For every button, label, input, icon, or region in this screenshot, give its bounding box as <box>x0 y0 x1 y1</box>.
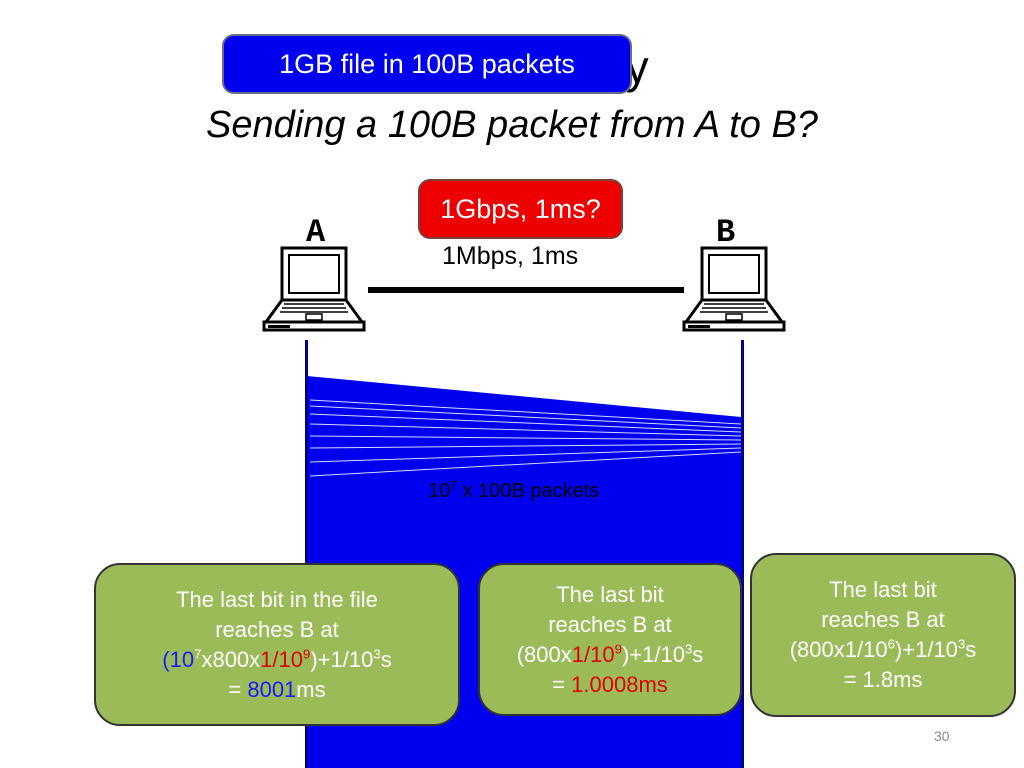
formula-part: 10 <box>169 646 195 672</box>
node-b-label: B <box>716 214 736 251</box>
formula-part: 1/10 <box>571 641 615 667</box>
callout-formula: (800x1/109)+1/103s <box>480 640 740 670</box>
callout-line: reaches B at <box>215 616 339 642</box>
packets-label: 107 x 100B packets <box>428 478 600 503</box>
node-a-label: A <box>306 214 326 251</box>
formula-part: s <box>965 637 977 662</box>
formula-exp: 9 <box>303 646 311 662</box>
formula-part: s <box>380 646 392 672</box>
packets-label-rest: x 100B packets <box>456 480 600 502</box>
callout-line: reaches B at <box>548 611 672 637</box>
callout-line: The last bit <box>556 581 664 607</box>
link-label: 1Mbps, 1ms <box>442 242 579 270</box>
callout-result: = 1.0008ms <box>480 670 740 700</box>
timeline-b <box>741 340 744 768</box>
result-eq: = <box>552 671 572 697</box>
callout-result: = 1.8ms <box>843 667 923 692</box>
laptop-icon <box>682 246 786 332</box>
formula-exp: 9 <box>614 641 622 657</box>
callout-line: The last bit in the file <box>176 586 378 612</box>
formula-exp: 3 <box>957 636 966 652</box>
formula-part: )+1/10 <box>621 641 685 667</box>
packets-count-base: 10 <box>428 480 451 502</box>
formula-part: (800x1/10 <box>789 637 888 662</box>
result-value: 8001 <box>247 676 297 702</box>
callout-formula: (107x800x1/109)+1/103s <box>96 645 458 675</box>
link-overlay-box: 1Gbps, 1ms? <box>418 179 623 239</box>
callout-100b-1gbps: The last bit reaches B at (800x1/109)+1/… <box>478 563 742 716</box>
formula-part: x800x <box>201 646 261 672</box>
formula-part: (800x <box>516 641 572 667</box>
page-number: 30 <box>934 728 950 744</box>
file-overlay-box: 1GB file in 100B packets <box>222 34 632 94</box>
formula-exp: 3 <box>373 646 381 662</box>
formula-exp: 7 <box>194 646 202 662</box>
packet-lines <box>309 399 742 477</box>
formula-exp: 3 <box>684 641 693 657</box>
callout-line: reaches B at <box>821 607 945 632</box>
callout-1gb-1mbps: The last bit in the file reaches B at (1… <box>94 563 460 726</box>
packets-count-exp: 7 <box>450 478 457 493</box>
slide-subtitle: Sending a 100B packet from A to B? <box>206 104 818 146</box>
formula-exp: 6 <box>887 636 895 652</box>
result-unit: ms <box>296 676 326 702</box>
formula-part: 1/10 <box>260 646 303 672</box>
laptop-icon <box>262 246 366 332</box>
result-value: 1.0008ms <box>571 671 668 697</box>
timeline-a <box>305 340 308 768</box>
formula-part: s <box>692 641 704 667</box>
callout-100b-1mbps: The last bit reaches B at (800x1/106)+1/… <box>750 553 1016 717</box>
formula-part: ( <box>162 646 170 672</box>
callout-result: = 8001ms <box>96 675 458 705</box>
callout-line: The last bit <box>829 577 937 602</box>
formula-part: )+1/10 <box>894 637 958 662</box>
result-eq: = <box>228 676 248 702</box>
callout-formula: (800x1/106)+1/103s <box>752 635 1014 665</box>
link-wire <box>368 287 684 293</box>
formula-part: )+1/10 <box>310 646 374 672</box>
